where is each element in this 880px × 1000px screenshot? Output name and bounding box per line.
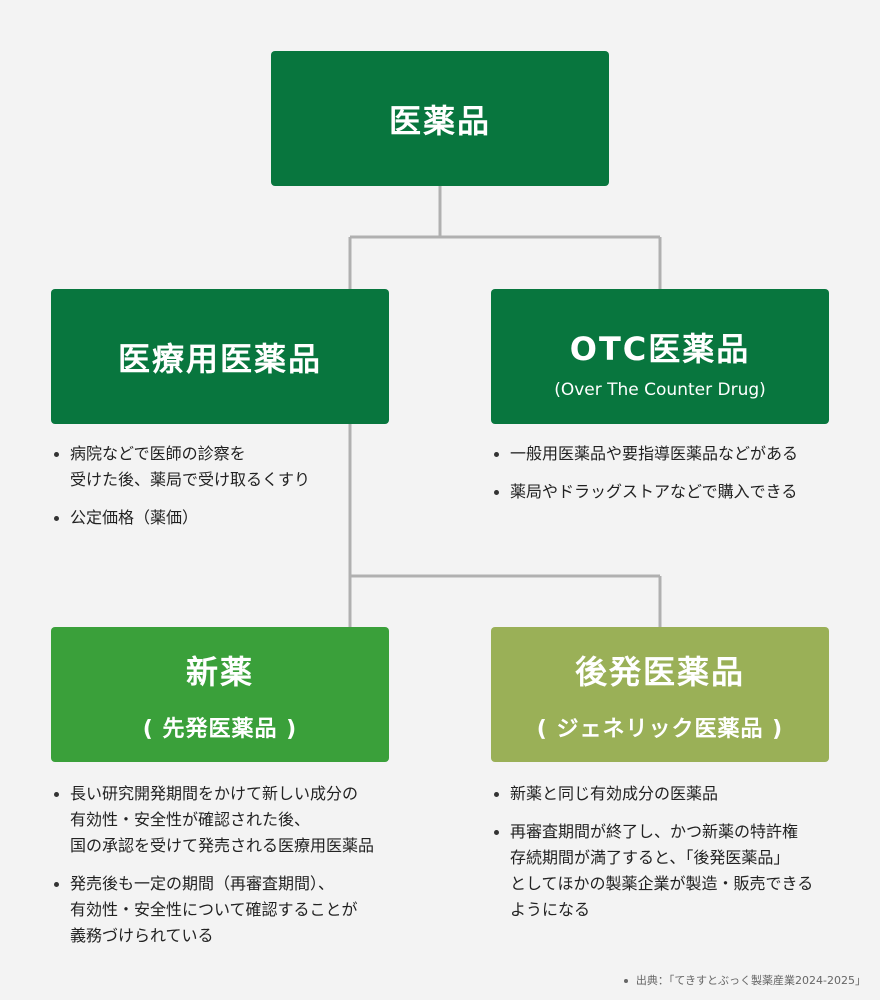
prescription-title: 医療用医薬品 (117, 339, 322, 378)
node-otc-drugs: OTC医薬品 (Over The Counter Drug) (491, 289, 829, 424)
bullet-icon (54, 452, 59, 457)
generic-note-2: 再審査期間が終了し、かつ新薬の特許権 存続期間が満了すると、「後発医薬品」 とし… (510, 822, 814, 919)
list-item: 病院などで医師の診察を 受けた後、薬局で受け取るくすり (52, 441, 392, 493)
source-citation: 出典：「てきすとぶっく製薬産業2024-2025」 (623, 972, 866, 988)
new-drug-note-1: 長い研究開発期間をかけて新しい成分の 有効性・安全性が確認された後、 国の承認を… (70, 784, 375, 855)
generic-title: 後発医薬品 (574, 652, 745, 691)
source-text: 出典：「てきすとぶっく製薬産業2024-2025」 (635, 974, 866, 987)
connector-prescription-to-branches (348, 424, 662, 627)
root-node-pharmaceuticals: 医薬品 (271, 51, 609, 186)
otc-note-1: 一般用医薬品や要指導医薬品などがある (510, 444, 799, 463)
generic-note-1: 新薬と同じ有効成分の医薬品 (510, 784, 719, 803)
list-item: 再審査期間が終了し、かつ新薬の特許権 存続期間が満了すると、「後発医薬品」 とし… (492, 819, 862, 923)
bullet-icon (494, 490, 499, 495)
new-drug-subtitle: ( 先発医薬品 ) (142, 716, 298, 742)
prescription-note-1: 病院などで医師の診察を 受けた後、薬局で受け取るくすり (70, 444, 311, 489)
otc-note-2: 薬局やドラッグストアなどで購入できる (510, 482, 798, 501)
otc-notes: 一般用医薬品や要指導医薬品などがある 薬局やドラッグストアなどで購入できる (492, 441, 842, 517)
prescription-note-2: 公定価格（薬価） (70, 508, 199, 527)
bullet-icon (54, 516, 59, 521)
otc-title: OTC医薬品 (569, 329, 751, 368)
list-item: 長い研究開発期間をかけて新しい成分の 有効性・安全性が確認された後、 国の承認を… (52, 781, 422, 859)
bullet-icon (494, 792, 499, 797)
list-item: 一般用医薬品や要指導医薬品などがある (492, 441, 842, 467)
prescription-notes: 病院などで医師の診察を 受けた後、薬局で受け取るくすり 公定価格（薬価） (52, 441, 392, 543)
list-item: 薬局やドラッグストアなどで購入できる (492, 479, 842, 505)
connector-root-to-branches (348, 186, 662, 289)
bullet-icon (623, 979, 628, 983)
node-new-drugs: 新薬 ( 先発医薬品 ) (51, 627, 389, 762)
new-drug-notes: 長い研究開発期間をかけて新しい成分の 有効性・安全性が確認された後、 国の承認を… (52, 781, 422, 961)
bullet-icon (54, 792, 59, 797)
generic-subtitle: ( ジェネリック医薬品 ) (536, 716, 784, 742)
otc-subtitle: (Over The Counter Drug) (554, 379, 766, 400)
bullet-icon (494, 452, 499, 457)
new-drug-note-2: 発売後も一定の期間（再審査期間）、 有効性・安全性について確認することが 義務づ… (70, 874, 358, 945)
new-drug-title: 新薬 (185, 652, 254, 691)
list-item: 公定価格（薬価） (52, 505, 392, 531)
list-item: 発売後も一定の期間（再審査期間）、 有効性・安全性について確認することが 義務づ… (52, 871, 422, 949)
bullet-icon (494, 830, 499, 835)
bullet-icon (54, 882, 59, 887)
node-generic-drugs: 後発医薬品 ( ジェネリック医薬品 ) (491, 627, 829, 762)
generic-notes: 新薬と同じ有効成分の医薬品 再審査期間が終了し、かつ新薬の特許権 存続期間が満了… (492, 781, 862, 935)
node-prescription-drugs: 医療用医薬品 (51, 289, 389, 424)
root-title: 医薬品 (388, 101, 491, 140)
list-item: 新薬と同じ有効成分の医薬品 (492, 781, 862, 807)
